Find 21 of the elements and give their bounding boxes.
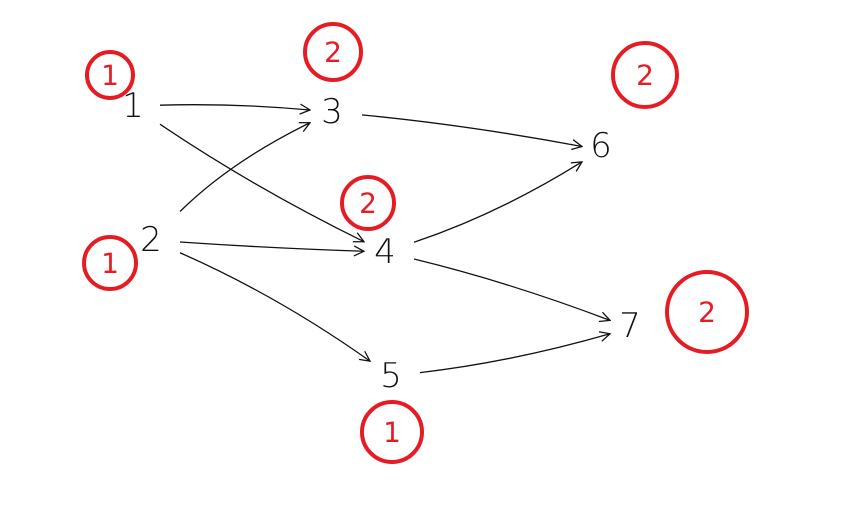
circled-number: 2	[340, 175, 396, 231]
arrow	[414, 161, 583, 243]
arrow	[160, 124, 365, 242]
arrow	[160, 104, 311, 115]
vertex-number: 5	[376, 356, 406, 396]
vertex-number: 2	[136, 220, 166, 260]
arrow	[362, 114, 583, 150]
circled-number: 2	[665, 270, 749, 354]
circled-number: 2	[303, 22, 363, 82]
arrow	[180, 252, 371, 362]
circled-number: 1	[82, 235, 138, 291]
vertex-number: 4	[370, 232, 400, 272]
vertex-number: 7	[616, 306, 644, 350]
arrow	[180, 122, 311, 212]
arrow	[180, 241, 365, 257]
vertex-number: 3	[316, 92, 348, 132]
vertex-number: 6	[588, 126, 614, 174]
arrow	[414, 258, 611, 322]
circled-number: 1	[360, 400, 424, 464]
circled-number: 2	[611, 41, 679, 109]
arrow	[420, 331, 611, 374]
